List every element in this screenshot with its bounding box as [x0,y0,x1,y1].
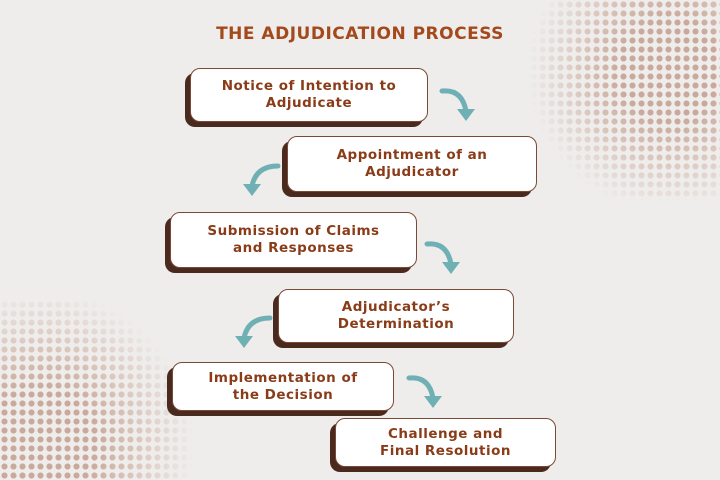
step-challenge: Challenge and Final Resolution [335,418,556,467]
step-determination: Adjudicator’s Determination [278,289,514,343]
curved-arrow-down-left-icon [235,315,273,348]
curved-arrow-down-left-icon [243,163,281,196]
step-implementation: Implementation of the Decision [172,362,394,411]
curved-arrow-down-right-icon [439,88,475,121]
step-submission: Submission of Claims and Responses [170,212,417,268]
halftone-decoration [0,300,200,480]
step-notice: Notice of Intention to Adjudicate [190,68,428,122]
step-appointment: Appointment of an Adjudicator [287,136,537,192]
curved-arrow-down-right-icon [406,375,442,408]
diagram-title: THE ADJUDICATION PROCESS [216,24,504,44]
halftone-decoration [520,0,720,200]
curved-arrow-down-right-icon [424,241,460,274]
